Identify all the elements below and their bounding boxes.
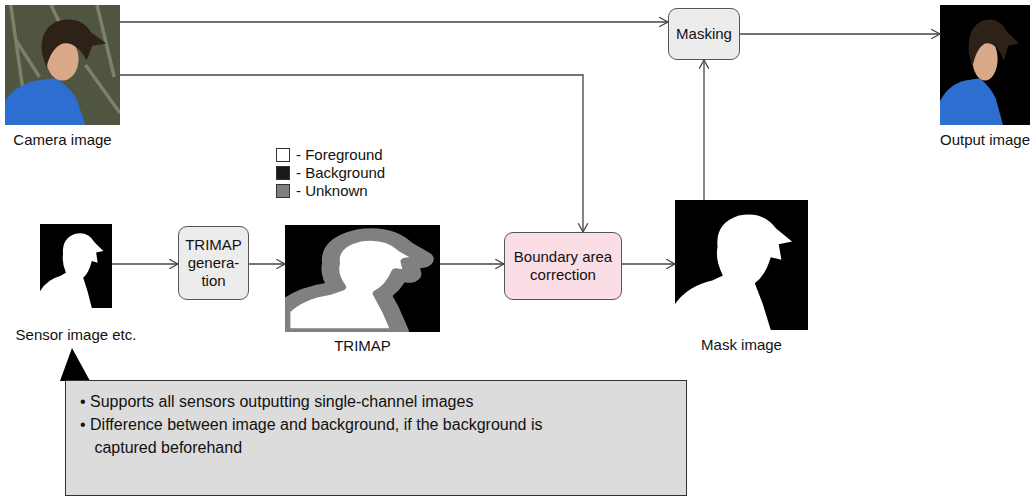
photo-shirt (5, 78, 86, 125)
legend-text: - Background (296, 164, 385, 181)
connector-line (120, 75, 583, 232)
photo-background (940, 5, 1030, 125)
camera-image: Camera image (5, 5, 120, 125)
image-caption: Mask image (701, 336, 782, 354)
legend-row: - Background (276, 164, 385, 181)
output-photo (940, 5, 1030, 125)
arrow-head (699, 60, 709, 69)
flow-arrow (440, 259, 504, 269)
box-label: Boundary area correction (509, 248, 617, 284)
legend-row: - Unknown (276, 182, 368, 199)
photo-hair (42, 20, 107, 68)
note-callout: • Supports all sensors outputting single… (65, 380, 687, 496)
photo-shirt (940, 78, 1003, 125)
box-label: Masking (676, 25, 732, 43)
arrow-head (495, 259, 504, 269)
trimap-picture (285, 225, 440, 332)
photo-background (5, 5, 120, 125)
trimap-image: TRIMAP (285, 225, 440, 332)
arrow-head (931, 29, 940, 39)
arrow-head (578, 223, 588, 232)
flow-arrow (112, 259, 178, 269)
flow-arrow (120, 75, 588, 232)
box-label: TRIMAP genera- tion (183, 236, 244, 290)
mask-shape (675, 214, 792, 330)
mask-silhouette (675, 200, 808, 330)
trimap-generation-box: TRIMAP genera- tion (178, 226, 249, 300)
sensor-silhouette (40, 224, 112, 308)
flow-arrow (699, 60, 709, 200)
camera-photo (5, 5, 120, 125)
connector-line (249, 263, 285, 264)
trimap-background (285, 225, 440, 332)
flow-arrow (740, 29, 940, 39)
legend-row: - Foreground (276, 146, 383, 163)
callout-pointer (60, 348, 90, 381)
note-bullet: • Difference between image and backgroun… (80, 413, 574, 459)
mask-image: Mask image (675, 200, 808, 330)
sensor-image: Sensor image etc. (40, 224, 112, 308)
arrow-head (276, 259, 285, 269)
image-caption: TRIMAP (334, 337, 391, 355)
flow-arrow (249, 259, 285, 269)
legend-swatch (276, 148, 290, 162)
arrow-head (666, 259, 675, 269)
mask-background (675, 200, 808, 330)
image-caption: Sensor image etc. (16, 326, 137, 344)
image-caption: Camera image (13, 131, 111, 149)
trimap-unknown-band (285, 237, 421, 332)
trimap-foreground (285, 237, 421, 332)
silhouette-background (40, 224, 112, 308)
note-bullet: • Supports all sensors outputting single… (80, 390, 672, 413)
flow-arrow (622, 259, 675, 269)
legend-text: - Unknown (296, 182, 368, 199)
pointer-triangle (60, 348, 90, 381)
masking-box: Masking (668, 8, 740, 60)
boundary-correction-box: Boundary area correction (504, 232, 622, 300)
connector-line (740, 33, 940, 34)
output-image: Output image (940, 5, 1030, 125)
photo-hair (969, 20, 1020, 68)
image-caption: Output image (940, 131, 1030, 149)
arrow-head (659, 17, 668, 27)
silhouette-shape (40, 233, 103, 308)
connector-line (622, 263, 675, 264)
legend-swatch (276, 166, 290, 180)
arrow-head (169, 259, 178, 269)
connector-line (703, 60, 704, 200)
connector-line (440, 263, 504, 264)
legend-swatch (276, 184, 290, 198)
connector-line (112, 263, 178, 264)
connector-line (120, 21, 668, 22)
flow-arrow (120, 17, 668, 27)
legend-text: - Foreground (296, 146, 383, 163)
